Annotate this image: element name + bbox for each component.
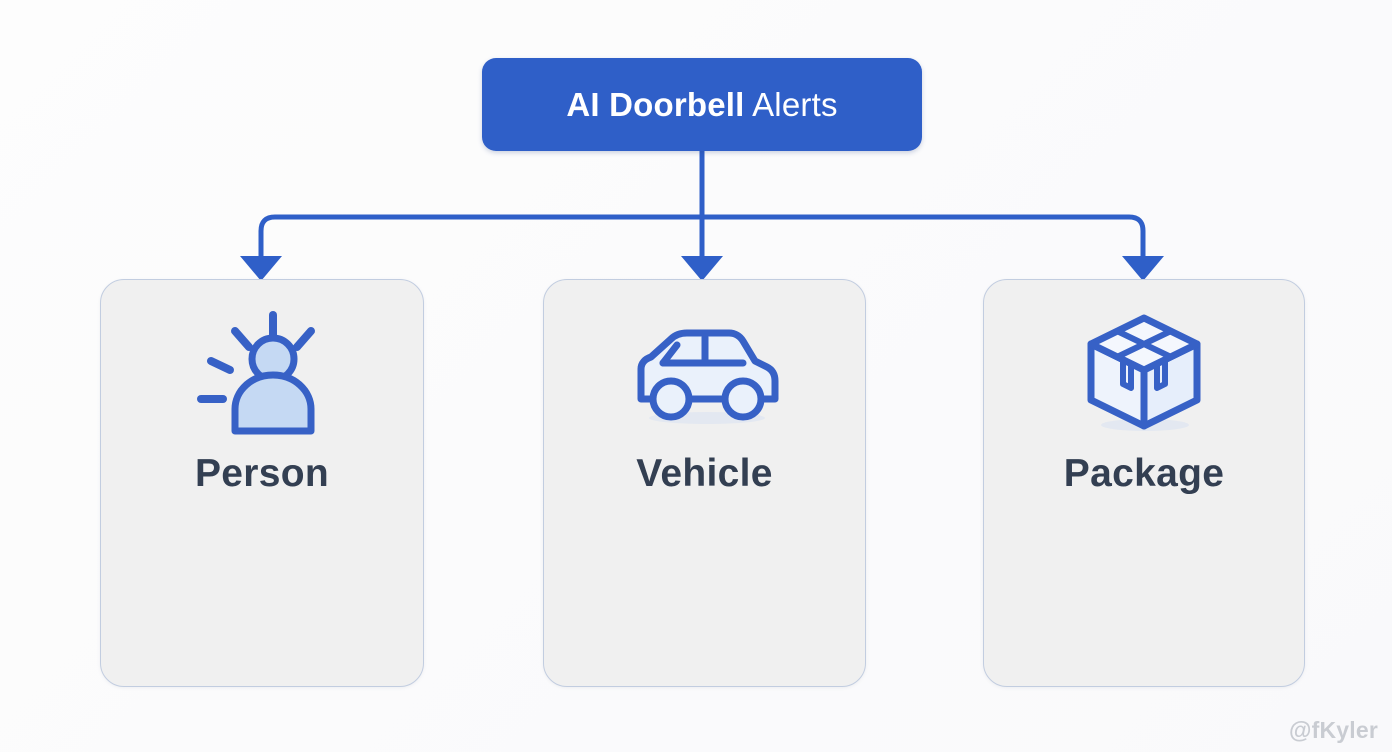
- car-wheel-front: [649, 377, 692, 421]
- car-icon: [544, 304, 865, 444]
- arrowhead-package: [1122, 256, 1164, 281]
- card-label-package: Package: [1063, 452, 1225, 495]
- page-title: AI Doorbell Alerts: [566, 86, 837, 124]
- card-vehicle[interactable]: Vehicle: [543, 279, 866, 687]
- arrowhead-vehicle: [681, 256, 723, 281]
- card-label-person: Person: [194, 452, 329, 495]
- card-person[interactable]: Person: [100, 279, 424, 687]
- watermark: @fKyler: [1288, 717, 1378, 743]
- card-package[interactable]: Package: [983, 279, 1305, 687]
- person-body: [231, 371, 315, 435]
- page-title-strong: AI Doorbell: [566, 85, 745, 123]
- package-top-seam-b: [1114, 327, 1174, 360]
- detect-ray-mid-left: [207, 357, 234, 374]
- connector-elbow-left: [258, 214, 276, 258]
- detect-ray-upper-right: [293, 327, 315, 351]
- detect-ray-upper-left: [231, 327, 253, 351]
- arrowhead-person: [240, 256, 282, 281]
- person-detection-icon: [101, 304, 423, 444]
- package-tab-left: [1120, 359, 1134, 391]
- connector-elbow-right: [1128, 214, 1146, 258]
- diagram-root-node[interactable]: AI Doorbell Alerts: [482, 58, 922, 151]
- car-window-front: [659, 341, 680, 367]
- card-label-vehicle: Vehicle: [636, 452, 773, 495]
- car-wheel-rear: [721, 377, 764, 421]
- package-tab-right: [1154, 359, 1168, 391]
- page-title-light: Alerts: [744, 85, 838, 123]
- package-box-icon: [984, 304, 1304, 444]
